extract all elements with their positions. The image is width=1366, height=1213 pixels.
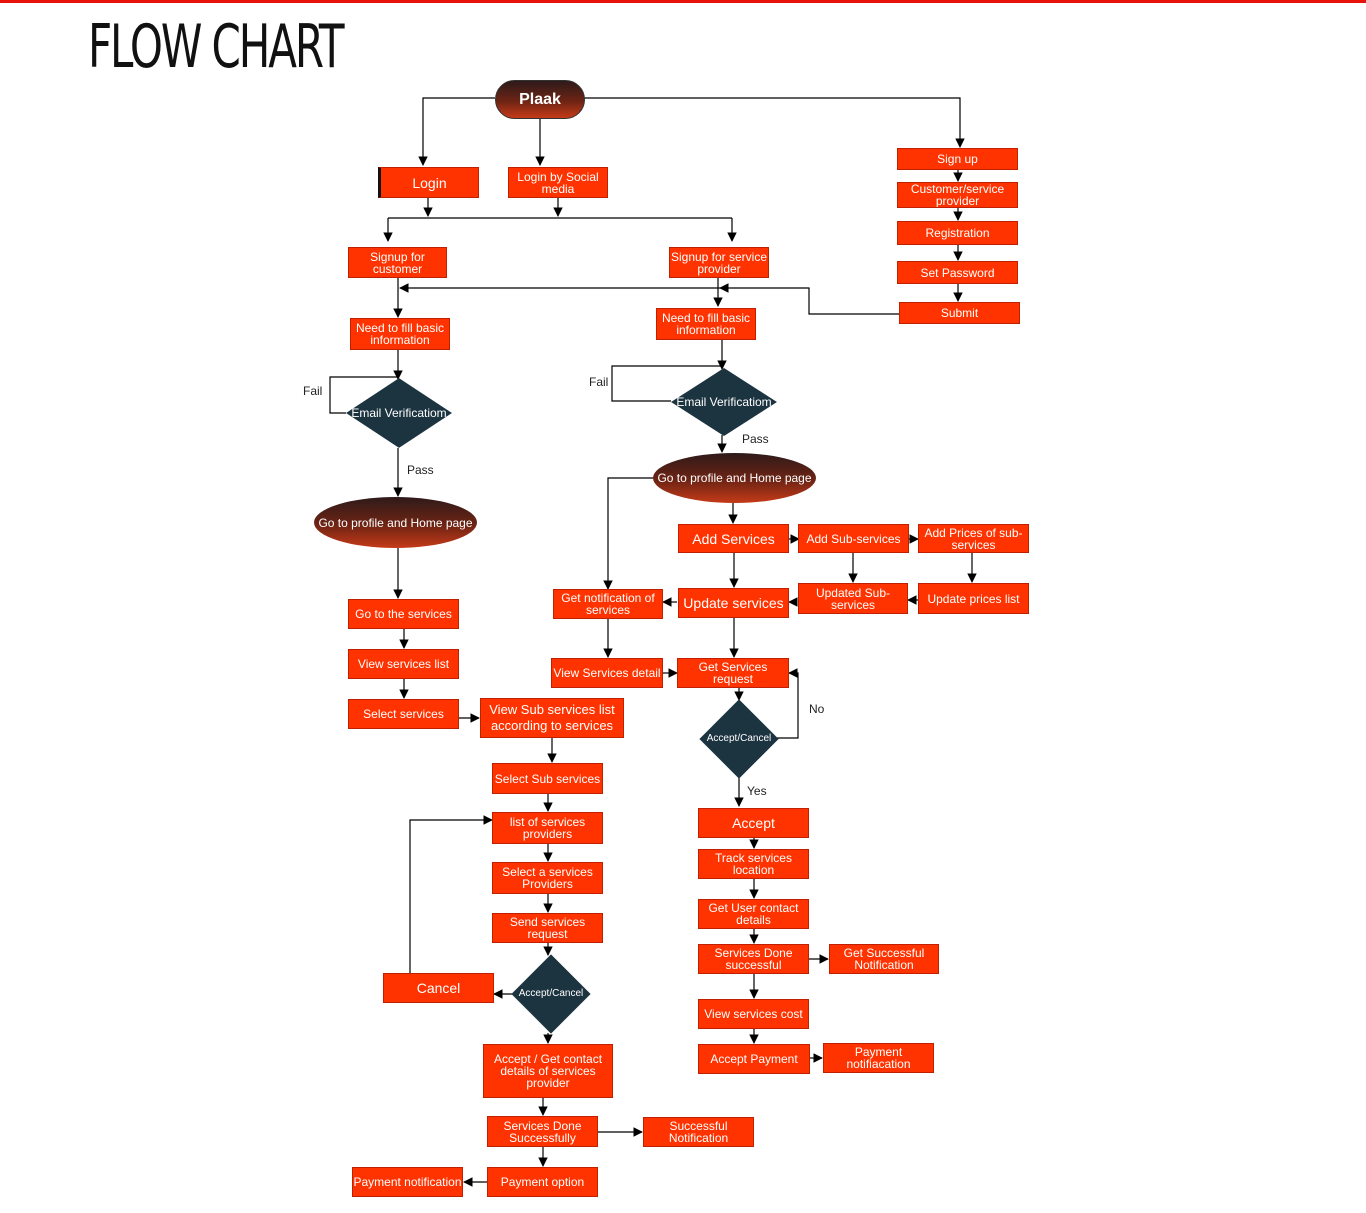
signup-box: Sign up: [897, 148, 1018, 170]
cancel-box: Cancel: [383, 973, 494, 1003]
home-provider-oval: Go to profile and Home page: [653, 453, 816, 503]
basic-info-customer-box: Need to fill basic information: [350, 318, 450, 350]
select-provider-box: Select a services Providers: [492, 862, 603, 894]
accept-contact-box: Accept / Get contact details of services…: [483, 1044, 613, 1098]
plaak-start-node: Plaak: [495, 80, 585, 119]
track-location-box: Track services location: [698, 849, 809, 879]
updated-sub-services-box: Updated Sub-services: [798, 583, 908, 614]
successful-notification-box: Successful Notification: [643, 1117, 754, 1147]
email-verification-provider-diamond: Email Verificatiom: [671, 368, 777, 436]
list-of-providers-box: list of services providers: [492, 812, 603, 844]
edge-plaak-login: [418, 97, 495, 166]
view-sub-services-list-box: View Sub services list according to serv…: [480, 698, 624, 738]
services-done-provider-box: Services Done successful: [698, 944, 809, 974]
email-verification-customer-label: Email Verificatiom: [351, 406, 447, 420]
accept-cancel-customer-diamond: Accept/Cancel: [511, 954, 591, 1034]
accept-payment-box: Accept Payment: [698, 1044, 810, 1074]
pass-label-provider: Pass: [742, 432, 769, 446]
get-successful-notification-box: Get Successful Notification: [829, 944, 939, 974]
page-title: FLOW CHART: [88, 12, 345, 82]
fail-label-provider: Fail: [589, 375, 609, 389]
top-accent-bar: [0, 0, 1366, 3]
view-services-list-box: View services list: [348, 649, 459, 679]
update-prices-list-box: Update prices list: [918, 583, 1029, 614]
accept-cancel-customer-label: Accept/Cancel: [518, 988, 584, 999]
add-prices-box: Add Prices of sub-services: [918, 524, 1029, 553]
add-sub-services-box: Add Sub-services: [798, 524, 909, 553]
email-verification-provider-label: Email Verificatiom: [676, 395, 772, 409]
payment-notification-provider-box: Payment notifiacation: [823, 1043, 934, 1073]
edge-home-left: [603, 477, 654, 590]
go-to-services-box: Go to the services: [348, 599, 459, 629]
services-done-customer-box: Services Done Successfully: [487, 1116, 598, 1147]
edge-cancel-list: [409, 815, 493, 973]
view-services-cost-box: View services cost: [698, 999, 809, 1029]
get-services-request-box: Get Services request: [677, 658, 789, 688]
login-social-box: Login by Social media: [508, 167, 608, 198]
accept-cancel-provider-label: Accept/Cancel: [706, 733, 772, 744]
edge-plaak-signup: [583, 97, 965, 148]
email-verification-customer-diamond: Email Verificatiom: [346, 378, 452, 448]
basic-info-provider-box: Need to fill basic information: [656, 308, 756, 340]
get-notification-box: Get notification of services: [553, 589, 663, 619]
accept-box: Accept: [698, 808, 809, 838]
signup-customer-box: Signup for customer: [348, 247, 447, 278]
home-customer-oval: Go to profile and Home page: [314, 497, 477, 548]
accept-cancel-provider-diamond: Accept/Cancel: [699, 699, 779, 779]
registration-box: Registration: [897, 221, 1018, 245]
yes-label: Yes: [747, 784, 767, 798]
select-sub-services-box: Select Sub services: [492, 763, 603, 794]
signup-provider-box: Signup for service provider: [669, 247, 769, 278]
customer-provider-box: Customer/service provider: [897, 182, 1018, 208]
view-services-detail-box: View Services detail: [551, 658, 663, 688]
update-services-box: Update services: [678, 588, 789, 618]
add-services-box: Add Services: [678, 524, 789, 553]
send-request-box: Send services request: [492, 913, 603, 943]
fail-label-customer: Fail: [303, 384, 323, 398]
submit-box: Submit: [899, 302, 1020, 324]
select-services-box: Select services: [348, 699, 459, 729]
login-box: Login: [378, 167, 479, 198]
payment-option-box: Payment option: [487, 1167, 598, 1197]
no-label: No: [809, 702, 825, 716]
pass-label-customer: Pass: [407, 463, 434, 477]
payment-notification-customer-box: Payment notification: [352, 1167, 463, 1197]
set-password-box: Set Password: [897, 261, 1018, 284]
get-user-contact-box: Get User contact details: [698, 899, 809, 929]
